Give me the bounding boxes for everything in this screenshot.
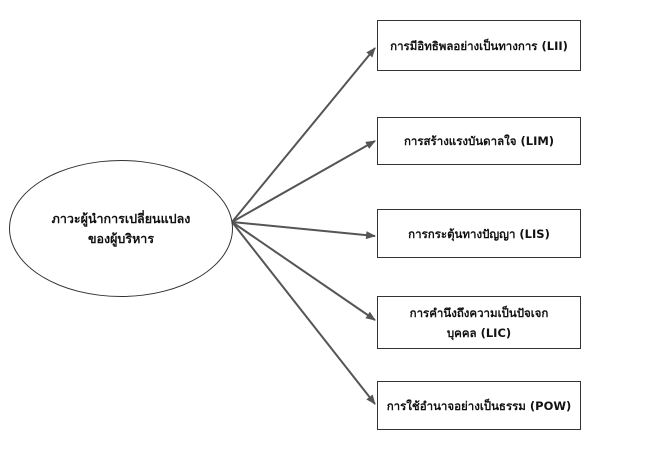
- node-box-lis: การกระตุ้นทางปัญญา (LIS): [377, 209, 581, 258]
- node-box-lim: การสร้างแรงบันดาลใจ (LIM): [377, 117, 581, 165]
- node-box-lic: การคำนึงถึงความเป็นปัจเจก บุคคล (LIC): [377, 296, 581, 349]
- node-label-pow: การใช้อำนาจอย่างเป็นธรรม (POW): [386, 398, 572, 413]
- node-label-lii: การมีอิทธิพลอย่างเป็นทางการ (LII): [390, 38, 568, 53]
- node-label-lim: การสร้างแรงบันดาลใจ (LIM): [403, 134, 555, 148]
- center-concept-ellipse: ภาวะผู้นำการเปลี่ยนแปลง ของผู้บริหาร: [9, 160, 233, 297]
- center-concept-label: ภาวะผู้นำการเปลี่ยนแปลง ของผู้บริหาร: [51, 210, 191, 246]
- connector-arrow-lis: [231, 221, 376, 240]
- node-label-lic: การคำนึงถึงความเป็นปัจเจก บุคคล (LIC): [409, 305, 549, 340]
- node-label-lis: การกระตุ้นทางปัญญา (LIS): [408, 226, 550, 241]
- connector-arrow-lic: [231, 221, 376, 321]
- connector-arrow-lim: [231, 140, 376, 223]
- connector-arrow-lii: [231, 47, 376, 223]
- node-box-pow: การใช้อำนาจอย่างเป็นธรรม (POW): [377, 381, 581, 430]
- node-box-lii: การมีอิทธิพลอย่างเป็นทางการ (LII): [377, 20, 581, 71]
- connector-arrow-pow: [231, 221, 376, 405]
